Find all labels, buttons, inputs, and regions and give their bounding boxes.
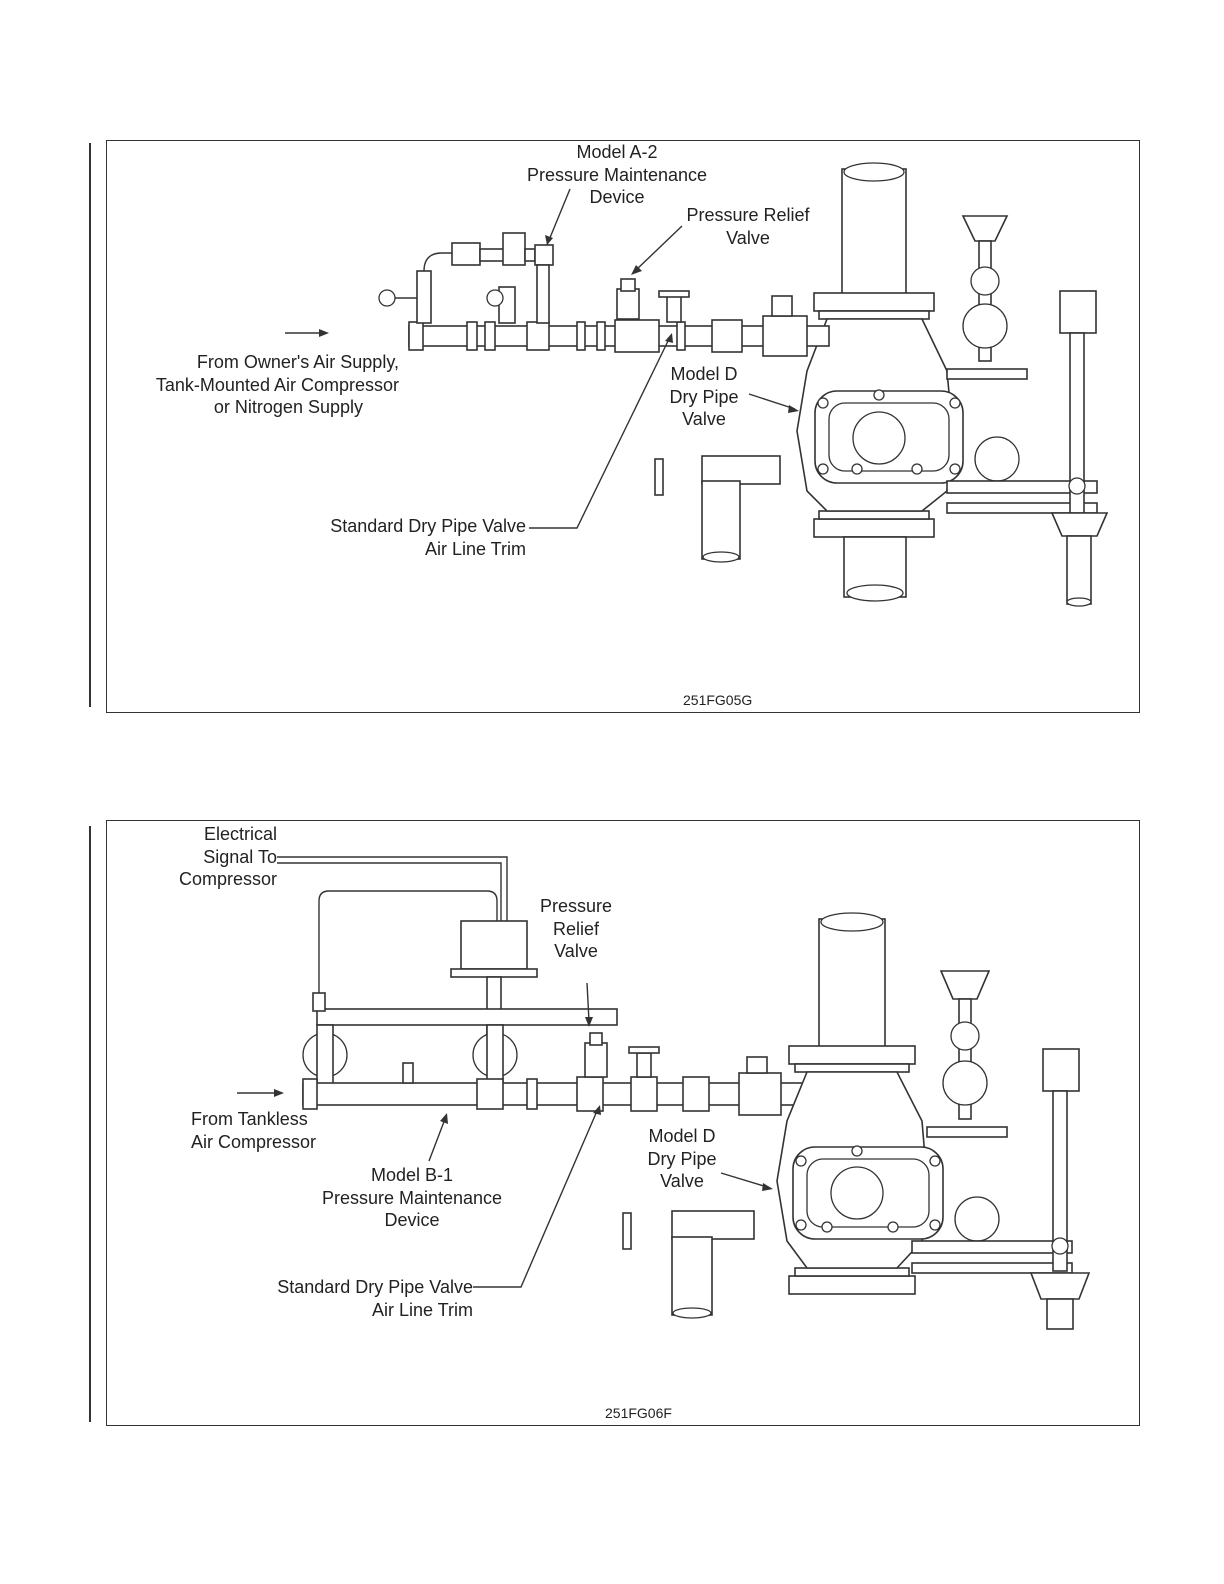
figure-1-id: 251FG05G [683, 692, 753, 708]
label-dpv2-line-2: Dry Pipe [647, 1148, 717, 1169]
label-relief-line-2: Valve [726, 227, 770, 248]
label-supply-line-1: From Owner's Air Supply, [196, 352, 399, 372]
figure-2-frame: Electrical Signal To Compressor Pressure… [106, 820, 1140, 1426]
label-air-line-trim-2: Standard Dry Pipe Valve Air Line Trim [247, 1276, 473, 1321]
figure-1-frame: Model A-2 Pressure Maintenance Device Pr… [106, 140, 1140, 713]
label-signal-line-1: Electrical [203, 824, 277, 844]
label-trim2-line-1: Standard Dry Pipe Valve [277, 1277, 473, 1297]
label-model-b1-pmd: Model B-1 Pressure Maintenance Device [307, 1164, 517, 1232]
label-signal-line-3: Compressor [178, 869, 277, 889]
label-pressure-relief-valve-2: Pressure Relief Valve [525, 895, 627, 963]
revision-bar-top [89, 143, 91, 707]
label-trim-line-2: Air Line Trim [424, 538, 526, 559]
label-b1-line-1: Model B-1 [370, 1165, 454, 1185]
label-relief2-line-1: Pressure [539, 896, 613, 916]
label-trim2-line-2: Air Line Trim [371, 1299, 473, 1320]
label-b1-line-2: Pressure Maintenance [321, 1187, 503, 1208]
label-trim-line-1: Standard Dry Pipe Valve [330, 516, 526, 536]
label-model-d-dry-pipe-valve: Model D Dry Pipe Valve [659, 363, 749, 431]
label-model-a2-pmd: Model A-2 Pressure Maintenance Device [523, 141, 711, 209]
label-supply-line-2: Tank-Mounted Air Compressor [155, 374, 399, 395]
label-dpv-line-3: Valve [682, 409, 726, 429]
label-model-d-dry-pipe-valve-2: Model D Dry Pipe Valve [637, 1125, 727, 1193]
label-signal-line-2: Signal To [203, 846, 277, 867]
label-tankless-line-2: Air Compressor [191, 1131, 317, 1152]
revision-bar-bottom [89, 826, 91, 1422]
label-tankless-line-1: From Tankless [191, 1109, 308, 1129]
label-dpv2-line-3: Valve [660, 1171, 704, 1191]
label-relief-line-1: Pressure Relief [686, 205, 810, 225]
label-electrical-signal: Electrical Signal To Compressor [157, 823, 277, 891]
label-model-a2-line-2: Pressure Maintenance [526, 164, 708, 185]
figure-2-id: 251FG06F [605, 1405, 672, 1421]
figure-1-drawing [285, 162, 1109, 607]
label-supply-line-3: or Nitrogen Supply [213, 397, 363, 417]
label-dpv-line-1: Model D [670, 364, 738, 384]
label-relief2-line-3: Valve [554, 941, 598, 961]
label-pressure-relief-valve: Pressure Relief Valve [679, 204, 817, 249]
label-air-line-trim: Standard Dry Pipe Valve Air Line Trim [307, 515, 526, 560]
label-relief2-line-2: Relief [552, 918, 600, 939]
label-b1-line-3: Device [384, 1210, 440, 1230]
label-dpv2-line-1: Model D [648, 1126, 716, 1146]
figure-2-drawing [237, 856, 1091, 1330]
label-model-a2-line-3: Device [589, 187, 645, 207]
label-dpv-line-2: Dry Pipe [669, 386, 739, 407]
label-model-a2-line-1: Model A-2 [576, 142, 658, 162]
label-air-supply-source: From Owner's Air Supply, Tank-Mounted Ai… [127, 351, 399, 419]
label-tankless-compressor: From Tankless Air Compressor [191, 1108, 351, 1153]
